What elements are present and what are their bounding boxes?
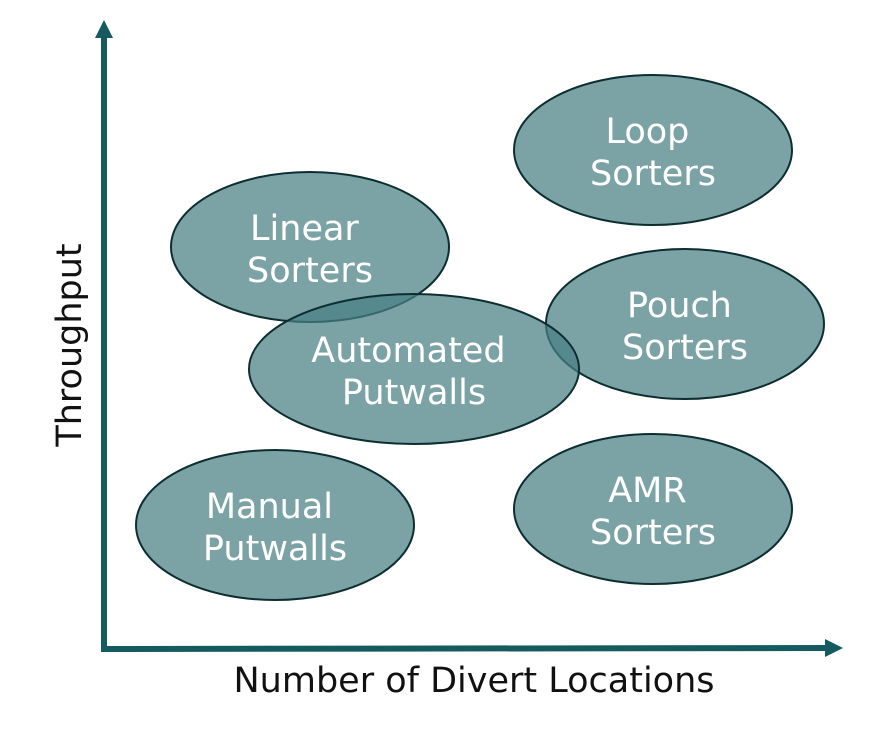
bubble-loop-sorters-line-1: Loop [605,112,689,152]
bubble-amr-sorters-label: AMR Sorters [590,471,716,553]
bubble-manual-putwalls-line-2: Putwalls [203,529,347,569]
bubble-pouch-sorters-line-2: Sorters [622,328,748,368]
bubble-manual-putwalls-shape [135,449,415,601]
bubble-amr-sorters-shape [513,433,793,585]
bubble-linear-sorters: Linear Sorters [170,171,450,323]
x-axis-title: Number of Divert Locations [233,661,714,701]
bubble-loop-sorters: Loop Sorters [513,74,793,226]
y-axis-title: Throughput [50,243,90,447]
bubble-amr-sorters-line-1: AMR [608,471,686,511]
bubble-automated-putwalls-label: Automated Putwalls [311,331,516,413]
bubble-loop-sorters-label: Loop Sorters [590,112,716,194]
bubble-automated-putwalls-line-1: Automated [311,331,505,371]
bubble-amr-sorters-line-2: Sorters [590,513,716,553]
bubble-manual-putwalls: Manual Putwalls [135,449,415,601]
bubble-loop-sorters-line-2: Sorters [590,154,716,194]
bubble-automated-putwalls: Automated Putwalls [248,293,580,445]
bubble-amr-sorters: AMR Sorters [513,433,793,585]
x-axis-line [100,645,827,652]
y-axis-arrowhead [95,20,113,38]
bubble-manual-putwalls-label: Manual Putwalls [203,487,347,569]
bubble-pouch-sorters-label: Pouch Sorters [622,286,748,368]
bubble-manual-putwalls-line-1: Manual [206,487,333,527]
x-axis-arrowhead [825,639,843,657]
bubble-automated-putwalls-shape [248,293,580,445]
bubble-loop-sorters-shape [513,74,793,226]
bubble-pouch-sorters: Pouch Sorters [545,248,825,400]
category-bubbles: Loop Sorters Linear Sorters Pouch Sorter… [135,74,825,601]
bubble-pouch-sorters-line-1: Pouch [627,286,732,326]
axes [95,20,843,657]
bubble-linear-sorters-label: Linear Sorters [247,209,373,291]
bubble-linear-sorters-line-2: Sorters [247,251,373,291]
bubble-automated-putwalls-line-2: Putwalls [342,373,486,413]
bubble-linear-sorters-line-1: Linear [250,209,359,249]
